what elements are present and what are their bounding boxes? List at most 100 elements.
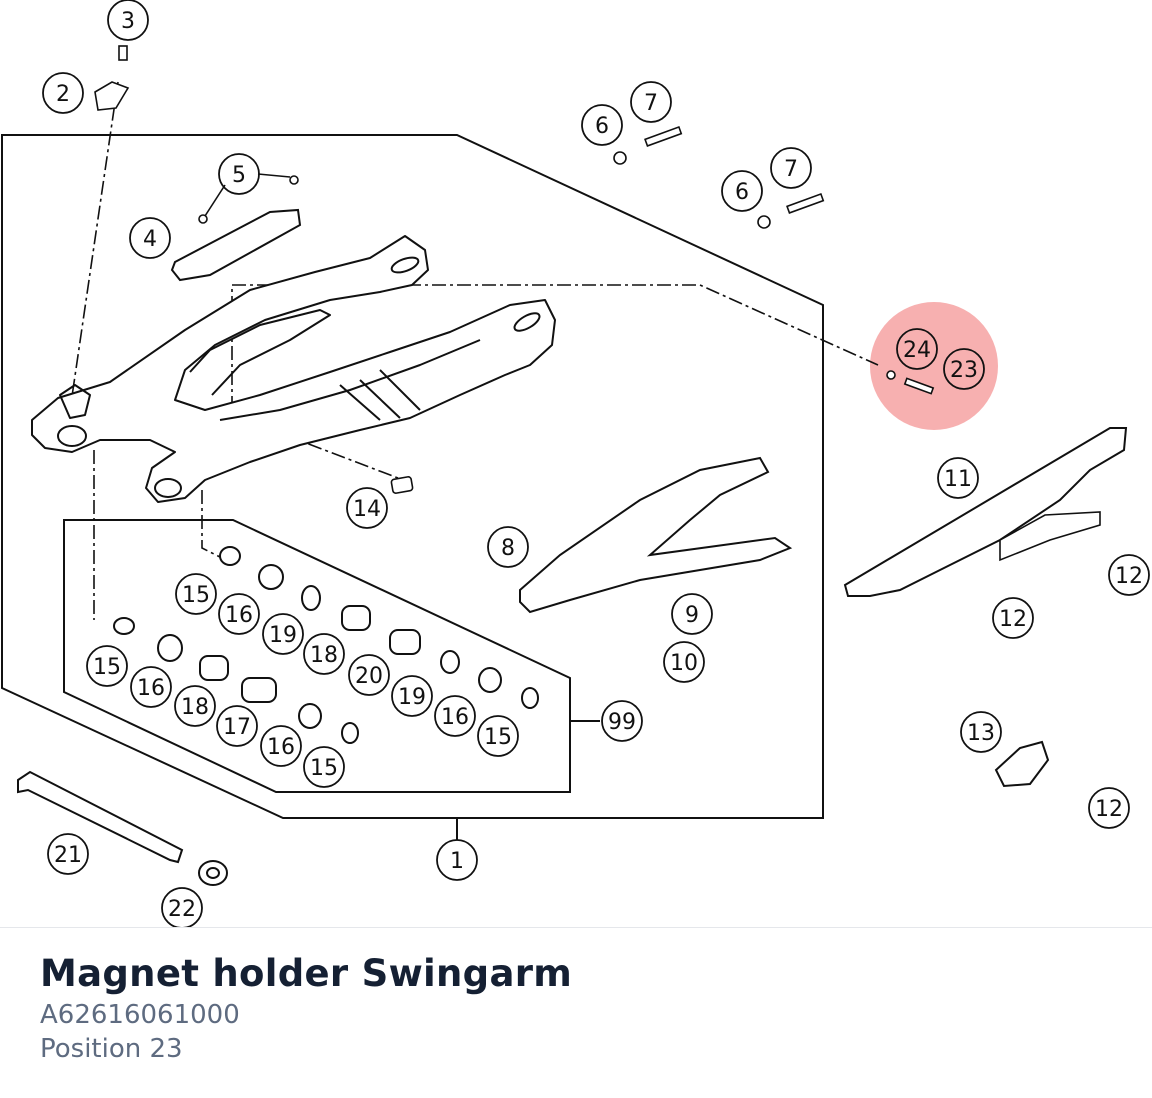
callout-circle	[348, 654, 390, 696]
callout-label: 4	[143, 227, 157, 252]
callout-circle	[42, 72, 84, 114]
callout-3[interactable]: 3	[107, 0, 149, 41]
callout-label: 2	[56, 82, 70, 107]
callout-circle	[436, 839, 478, 881]
callout-19[interactable]: 19	[262, 613, 304, 655]
callout-circle	[107, 0, 149, 41]
callout-circle	[487, 526, 529, 568]
callout-label: 3	[121, 9, 135, 34]
callout-circle	[671, 593, 713, 635]
callout-16[interactable]: 16	[130, 666, 172, 708]
callout-10[interactable]: 10	[663, 641, 705, 683]
callout-circle	[262, 613, 304, 655]
callout-9[interactable]: 9	[671, 593, 713, 635]
callout-label: 23	[950, 358, 978, 383]
callout-circle	[216, 705, 258, 747]
callout-circle	[477, 715, 519, 757]
kit-outline-99	[63, 519, 571, 793]
callout-14[interactable]: 14	[346, 487, 388, 529]
callout-circle	[770, 147, 812, 189]
callout-circle	[1088, 787, 1130, 829]
callout-5[interactable]: 5	[218, 153, 260, 195]
callout-24[interactable]: 24	[896, 328, 938, 370]
callout-label: 24	[903, 338, 931, 363]
callout-4[interactable]: 4	[129, 217, 171, 259]
callout-circle	[174, 685, 216, 727]
small-parts	[94, 45, 935, 494]
callout-circle	[391, 675, 433, 717]
callout-circle	[943, 348, 985, 390]
highlight-circle[interactable]	[870, 302, 998, 430]
callout-circle	[303, 746, 345, 788]
callout-circle	[218, 153, 260, 195]
callout-15[interactable]: 15	[86, 645, 128, 687]
callout-circle	[896, 328, 938, 370]
callout-label: 11	[944, 467, 972, 492]
callout-20[interactable]: 20	[348, 654, 390, 696]
callout-18[interactable]: 18	[303, 633, 345, 675]
callout-circle	[47, 833, 89, 875]
part-number: A62616061000	[40, 1000, 240, 1030]
callout-label: 7	[784, 157, 798, 182]
chain-slider-4	[170, 208, 302, 282]
callout-21[interactable]: 21	[47, 833, 89, 875]
callout-15[interactable]: 15	[303, 746, 345, 788]
callout-label: 99	[608, 710, 636, 735]
chain-guide-8	[519, 456, 793, 614]
callout-2[interactable]: 2	[42, 72, 84, 114]
callout-11[interactable]: 11	[937, 457, 979, 499]
swingarm	[31, 235, 556, 503]
callout-13[interactable]: 13	[960, 711, 1002, 753]
callout-label: 10	[670, 651, 698, 676]
callout-circle	[260, 725, 302, 767]
callout-12[interactable]: 12	[1088, 787, 1130, 829]
callout-16[interactable]: 16	[218, 593, 260, 635]
callout-8[interactable]: 8	[487, 526, 529, 568]
callout-circle	[601, 700, 643, 742]
callout-12[interactable]: 12	[992, 597, 1034, 639]
callout-label: 14	[353, 497, 381, 522]
callout-16[interactable]: 16	[260, 725, 302, 767]
callout-circle	[346, 487, 388, 529]
callout-1[interactable]: 1	[436, 839, 478, 881]
callout-circle	[630, 81, 672, 123]
callout-6[interactable]: 6	[721, 170, 763, 212]
divider	[0, 927, 1152, 928]
callout-7[interactable]: 7	[630, 81, 672, 123]
callout-circle	[663, 641, 705, 683]
callout-19[interactable]: 19	[391, 675, 433, 717]
callout-label: 6	[735, 180, 749, 205]
callout-7[interactable]: 7	[770, 147, 812, 189]
callout-circle	[1108, 554, 1150, 596]
callout-22[interactable]: 22	[161, 887, 203, 928]
callout-circle	[937, 457, 979, 499]
callout-label: 5	[232, 163, 246, 188]
callout-label: 18	[181, 695, 209, 720]
callout-circle	[721, 170, 763, 212]
callout-circle	[992, 597, 1034, 639]
callout-15[interactable]: 15	[477, 715, 519, 757]
callout-18[interactable]: 18	[174, 685, 216, 727]
callout-99[interactable]: 99	[601, 700, 643, 742]
callout-group: 3254767624231114812129101516191820191615…	[42, 0, 1150, 928]
callout-6[interactable]: 6	[581, 104, 623, 146]
part-title: Magnet holder Swingarm	[40, 952, 573, 995]
axis-lines	[69, 81, 879, 620]
callout-12[interactable]: 12	[1108, 554, 1150, 596]
callout-16[interactable]: 16	[434, 695, 476, 737]
assembly-outline-1	[1, 134, 824, 819]
part-position: Position 23	[40, 1034, 183, 1064]
callout-label: 16	[441, 705, 469, 730]
callout-circle	[129, 217, 171, 259]
callout-label: 7	[644, 91, 658, 116]
callout-label: 12	[1115, 564, 1143, 589]
callout-15[interactable]: 15	[175, 573, 217, 615]
bearing-kit	[113, 546, 539, 744]
callout-circle	[303, 633, 345, 675]
callout-17[interactable]: 17	[216, 705, 258, 747]
exploded-parts-diagram: 3254767624231114812129101516191820191615…	[1, 0, 1150, 928]
callout-23[interactable]: 23	[943, 348, 985, 390]
callout-label: 1	[450, 849, 464, 874]
chain-guide-block-13	[994, 740, 1050, 788]
callout-label: 18	[310, 643, 338, 668]
